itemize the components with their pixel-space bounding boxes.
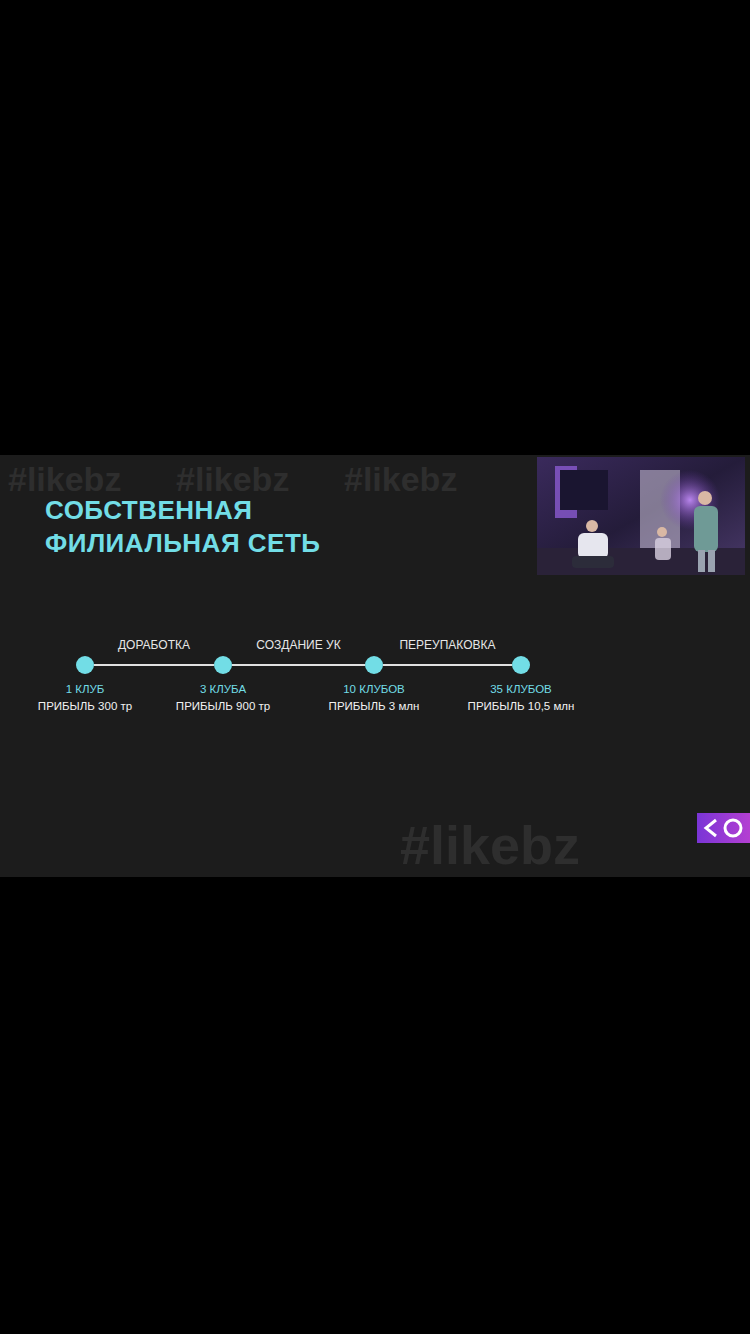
watermark-text: #likebz bbox=[400, 818, 580, 872]
profit-value: ПРИБЫЛЬ 900 тр bbox=[176, 700, 270, 714]
profit-value: ПРИБЫЛЬ 300 тр bbox=[38, 700, 132, 714]
timeline-dot: 10 КЛУБОВПРИБЫЛЬ 3 млн bbox=[365, 656, 383, 674]
watermark-text: #likebz bbox=[344, 462, 457, 496]
brand-logo bbox=[697, 813, 750, 843]
club-count: 10 КЛУБОВ bbox=[343, 683, 405, 697]
club-count: 35 КЛУБОВ bbox=[490, 683, 552, 697]
video-inset bbox=[537, 457, 745, 575]
stage-label: СОЗДАНИЕ УК bbox=[253, 638, 343, 652]
club-count: 1 КЛУБ bbox=[66, 683, 105, 697]
watermark-text: #likebz bbox=[8, 462, 121, 496]
timeline-dot: 35 КЛУБОВПРИБЫЛЬ 10,5 млн bbox=[512, 656, 530, 674]
slide-background bbox=[0, 455, 750, 877]
profit-value: ПРИБЫЛЬ 10,5 млн bbox=[468, 700, 575, 714]
timeline-segment bbox=[232, 664, 365, 666]
timeline-segment bbox=[94, 664, 214, 666]
timeline-dot: 3 КЛУБАПРИБЫЛЬ 900 тр bbox=[214, 656, 232, 674]
timeline-segment bbox=[383, 664, 512, 666]
watermark-text: #likebz bbox=[176, 462, 289, 496]
profit-value: ПРИБЫЛЬ 3 млн bbox=[329, 700, 420, 714]
stage-label: ДОРАБОТКА bbox=[115, 638, 193, 652]
club-count: 3 КЛУБА bbox=[200, 683, 246, 697]
stage-label: ПЕРЕУПАКОВКА bbox=[396, 638, 498, 652]
timeline-dot: 1 КЛУБПРИБЫЛЬ 300 тр bbox=[76, 656, 94, 674]
slide-title: СОБСТВЕННАЯ ФИЛИАЛЬНАЯ СЕТЬ bbox=[45, 494, 365, 559]
